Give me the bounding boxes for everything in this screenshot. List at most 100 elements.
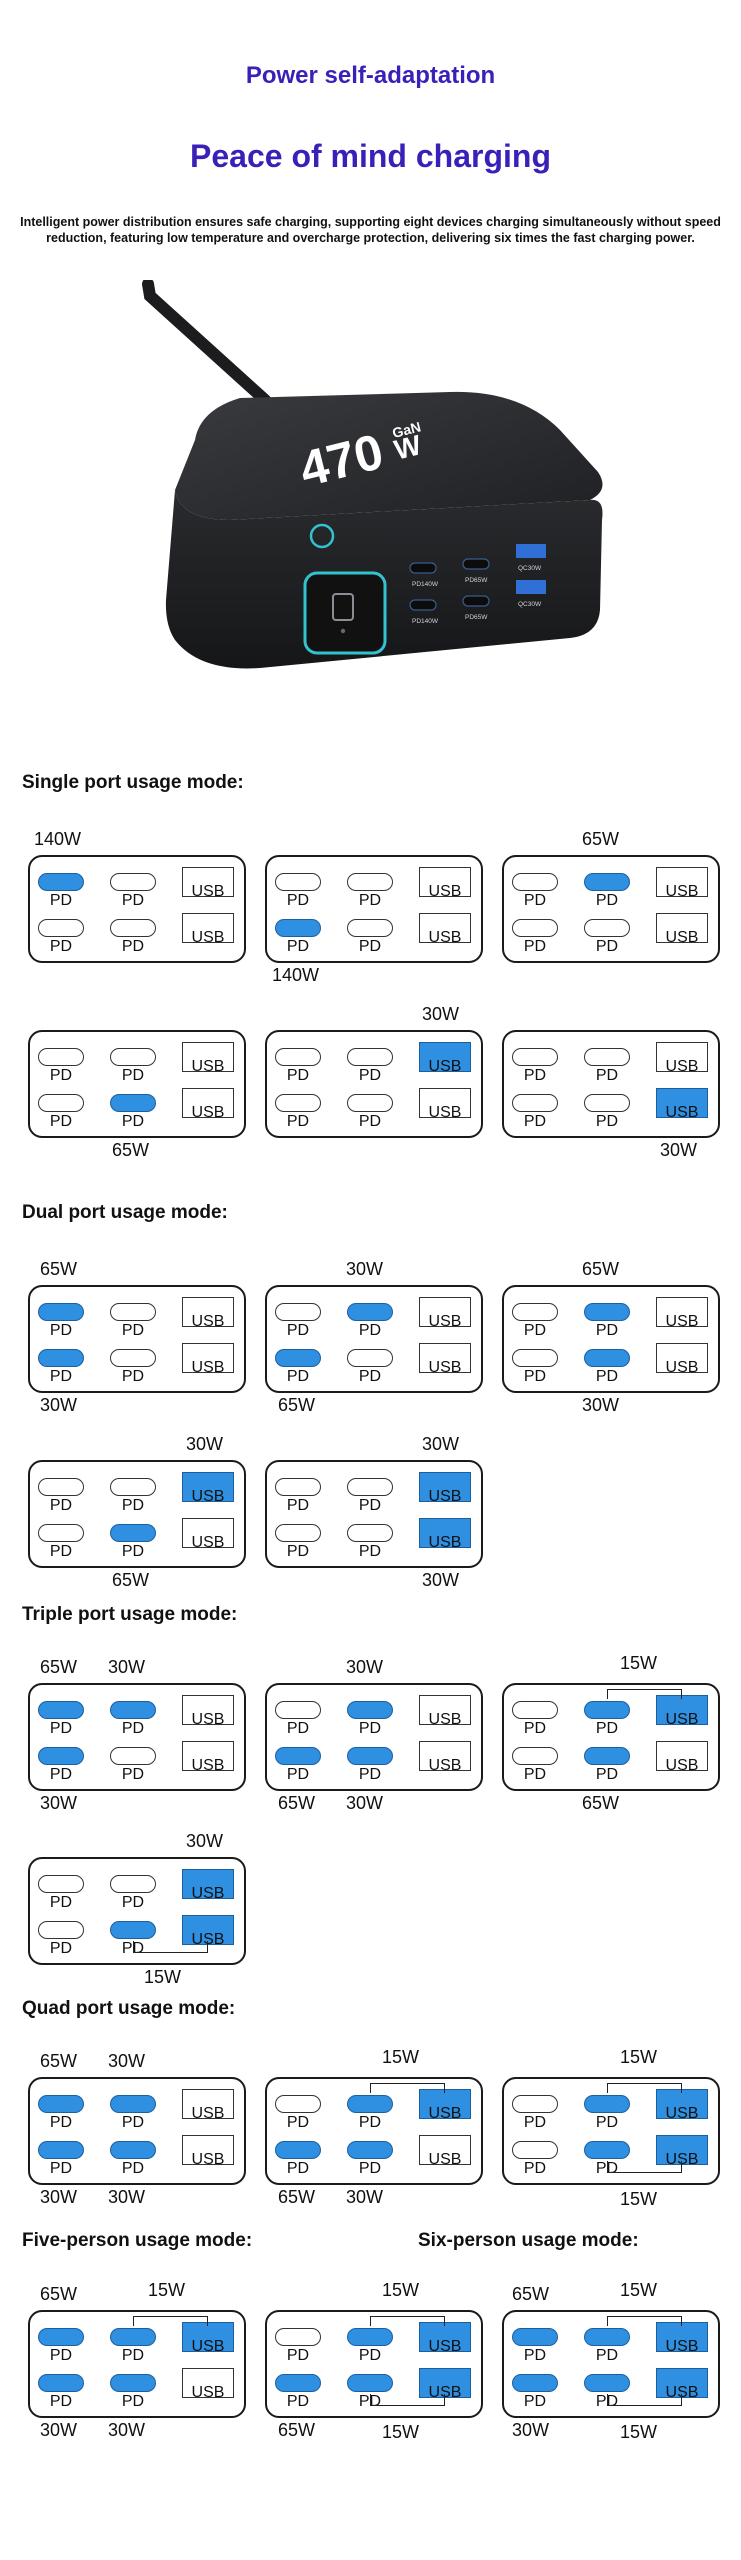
pd-label: PD xyxy=(286,1322,310,1339)
usb-label: USB xyxy=(665,2384,699,2401)
pd-port xyxy=(584,1303,630,1321)
pd-label: PD xyxy=(286,2347,310,2364)
heading-dual-port: Dual port usage mode: xyxy=(22,1202,228,1223)
power-label: 30W xyxy=(346,1259,384,1279)
usb-label: USB xyxy=(428,1711,462,1728)
pd-port xyxy=(275,2374,321,2392)
pd-label: PD xyxy=(595,1766,619,1783)
usb-port xyxy=(656,1297,708,1327)
power-label: 140W xyxy=(272,965,320,985)
power-label: 15W xyxy=(620,2422,658,2442)
pd-port xyxy=(347,1478,393,1496)
pd-label: PD xyxy=(523,2160,547,2177)
pd-label: PD xyxy=(121,1543,145,1560)
usb-port xyxy=(656,1343,708,1373)
usb-port xyxy=(182,1741,234,1771)
pd-label: PD xyxy=(49,2393,73,2410)
usb-label: USB xyxy=(428,883,462,900)
pd-port xyxy=(38,1921,84,1939)
usb-label: USB xyxy=(665,1711,699,1728)
pd-label: PD xyxy=(121,892,145,909)
pd-label: PD xyxy=(358,1067,382,1084)
pd-label: PD xyxy=(595,1720,619,1737)
pd-port xyxy=(584,2328,630,2346)
power-label: 30W xyxy=(346,1657,384,1677)
pd-port xyxy=(110,1524,156,1542)
usb-port xyxy=(419,1088,471,1118)
usb-port xyxy=(656,913,708,943)
usb-label: USB xyxy=(428,2338,462,2355)
pd-port xyxy=(512,919,558,937)
bracket-line xyxy=(370,2316,445,2326)
pd-label: PD xyxy=(523,2393,547,2410)
power-label: 30W xyxy=(108,1657,146,1677)
pd-port xyxy=(347,2141,393,2159)
usb-port xyxy=(656,2322,708,2352)
pd-label: PD xyxy=(49,1322,73,1339)
pd-label: PD xyxy=(358,1720,382,1737)
bracket-line xyxy=(607,1689,682,1699)
pd-port xyxy=(275,1701,321,1719)
pd-label: PD xyxy=(358,1543,382,1560)
pd-label: PD xyxy=(286,1067,310,1084)
usb-label: USB xyxy=(191,1313,225,1330)
pd-port xyxy=(347,1094,393,1112)
pd-label: PD xyxy=(286,1543,310,1560)
power-label: 30W xyxy=(108,2187,146,2207)
pd-label: PD xyxy=(121,1497,145,1514)
usb-port xyxy=(656,1042,708,1072)
pd-port xyxy=(110,1303,156,1321)
pd-port xyxy=(38,1747,84,1765)
pd-port xyxy=(347,873,393,891)
svg-text:PD65W: PD65W xyxy=(465,614,488,621)
pd-port xyxy=(110,2374,156,2392)
pd-port xyxy=(110,2141,156,2159)
pd-port xyxy=(110,1094,156,1112)
usb-label: USB xyxy=(191,1104,225,1121)
bracket-line xyxy=(607,2083,682,2093)
power-label: 65W xyxy=(582,1793,620,1813)
usb-label: USB xyxy=(191,1359,225,1376)
power-label: 30W xyxy=(108,2051,146,2071)
usb-port xyxy=(419,2322,471,2352)
power-label: 65W xyxy=(512,2284,550,2304)
pd-port xyxy=(110,873,156,891)
usb-label: USB xyxy=(191,2105,225,2122)
pd-label: PD xyxy=(49,2347,73,2364)
bracket-line xyxy=(133,1941,208,1953)
pd-label: PD xyxy=(595,1368,619,1385)
pd-port xyxy=(275,1094,321,1112)
pd-label: PD xyxy=(358,1766,382,1783)
power-label: 65W xyxy=(112,1570,150,1590)
usb-label: USB xyxy=(665,929,699,946)
pd-label: PD xyxy=(523,1766,547,1783)
svg-text:QC30W: QC30W xyxy=(518,601,542,608)
usb-port xyxy=(656,1088,708,1118)
pd-label: PD xyxy=(49,1894,73,1911)
pd-label: PD xyxy=(523,1113,547,1130)
usb-label: USB xyxy=(428,2384,462,2401)
pd-label: PD xyxy=(523,1720,547,1737)
pd-label: PD xyxy=(49,1067,73,1084)
pd-label: PD xyxy=(121,1113,145,1130)
pd-port xyxy=(347,2374,393,2392)
pd-label: PD xyxy=(121,2347,145,2364)
pd-port xyxy=(347,1048,393,1066)
usb-port xyxy=(182,1472,234,1502)
pd-port xyxy=(110,1701,156,1719)
usb-port xyxy=(182,1297,234,1327)
pd-label: PD xyxy=(49,2160,73,2177)
pd-label: PD xyxy=(358,2114,382,2131)
pd-label: PD xyxy=(286,2160,310,2177)
pd-port xyxy=(275,873,321,891)
usb-port xyxy=(419,1343,471,1373)
pd-label: PD xyxy=(49,938,73,955)
usb-port xyxy=(419,1472,471,1502)
pd-label: PD xyxy=(595,2347,619,2364)
power-label: 30W xyxy=(40,2420,78,2440)
pd-port xyxy=(38,919,84,937)
svg-text:QC30W: QC30W xyxy=(518,565,542,572)
